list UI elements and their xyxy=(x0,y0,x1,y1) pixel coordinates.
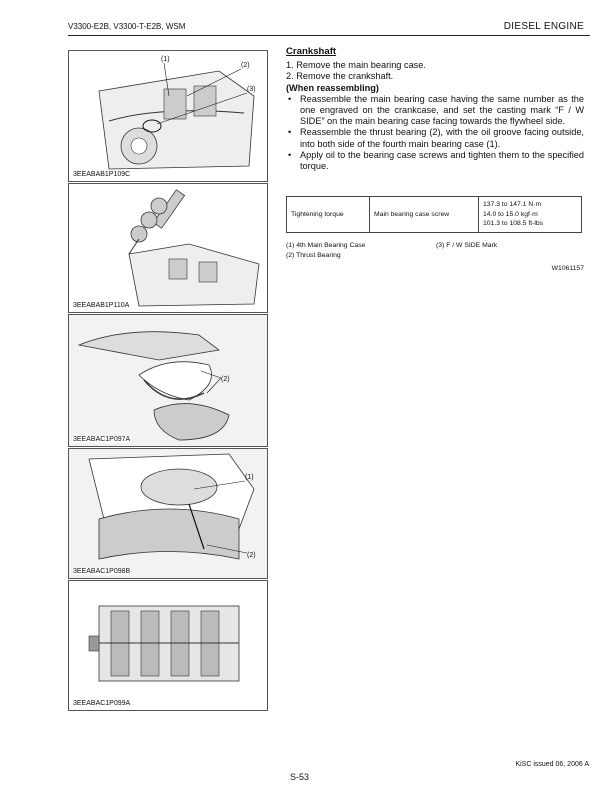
header-models: V3300-E2B, V3300-T-E2B, WSM xyxy=(68,22,186,31)
figure-4-illustration: (1) (2) xyxy=(69,449,267,578)
procedure-text: Crankshaft 1. Remove the main bearing ca… xyxy=(286,46,584,172)
bullet-text: Apply oil to the bearing case screws and… xyxy=(300,149,584,172)
figure-crankshaft-bearing-case: (1) (2) (3) 3EEABAB1P109C xyxy=(68,50,268,182)
header-section: DIESEL ENGINE xyxy=(503,21,584,32)
figure-code: 3EEABAC1P097A xyxy=(72,436,132,443)
figure-crankshaft-removal: 3EEABAB1P110A xyxy=(68,183,268,313)
bullet-icon: • xyxy=(288,93,292,104)
bullet-icon: • xyxy=(288,127,292,138)
legend-item-3: (3) F / W SIDE Mark xyxy=(436,242,498,249)
figure-code: 3EEABAB1P109C xyxy=(72,171,132,178)
bullet-item: • Reassemble the main bearing case having… xyxy=(286,94,584,128)
figure-2-illustration xyxy=(69,184,267,312)
figure-3-illustration: (2) xyxy=(69,315,267,446)
parts-legend: (1) 4th Main Bearing Case (2) Thrust Bea… xyxy=(286,241,582,261)
figure-crankcase-assembly: 3EEABAC1P099A xyxy=(68,580,268,711)
figure-main-bearing-case: (1) (2) 3EEABAC1P098B xyxy=(68,448,268,579)
callout-2: (2) xyxy=(241,62,250,69)
callout-1: (1) xyxy=(161,56,170,63)
procedure-title: Crankshaft xyxy=(286,46,337,57)
step-1: 1. Remove the main bearing case. xyxy=(286,60,426,71)
torque-values: 137.3 to 147.1 N·m 14.0 to 15.0 kgf·m 10… xyxy=(478,196,582,233)
reassembly-heading: (When reassembling) xyxy=(286,82,379,93)
torque-value-nm: 137.3 to 147.1 N·m xyxy=(483,201,542,208)
callout-1: (1) xyxy=(245,474,254,481)
bullet-text: Reassemble the thrust bearing (2), with … xyxy=(300,127,584,149)
legend-item-2: (2) Thrust Bearing xyxy=(286,252,341,259)
torque-table: Tightening torque Main bearing case scre… xyxy=(286,196,582,233)
figure-1-illustration: (1) (2) (3) xyxy=(69,51,267,181)
callout-2: (2) xyxy=(247,552,256,559)
bullet-item: • Apply oil to the bearing case screws an… xyxy=(286,150,584,172)
header-rule xyxy=(68,35,590,36)
table-row: Tightening torque Main bearing case scre… xyxy=(286,196,582,233)
callout-2: (2) xyxy=(221,376,230,383)
torque-value-ftlbs: 101.3 to 108.5 ft-lbs xyxy=(483,220,544,227)
bullet-icon: • xyxy=(288,149,292,160)
figure-thrust-bearing: (2) 3EEABAC1P097A xyxy=(68,314,268,447)
reference-code: W1061157 xyxy=(551,265,584,272)
bullet-item: • Reassemble the thrust bearing (2), with… xyxy=(286,127,584,149)
callout-3: (3) xyxy=(247,86,256,93)
torque-item: Main bearing case screw xyxy=(369,196,479,233)
step-2: 2. Remove the crankshaft. xyxy=(286,71,394,82)
figure-code: 3EEABAC1P099A xyxy=(72,700,132,707)
issue-note: KiSC issued 06, 2006 A xyxy=(515,761,589,768)
page-number: S-53 xyxy=(290,772,310,782)
torque-label: Tightening torque xyxy=(286,196,370,233)
figure-5-illustration xyxy=(69,581,267,710)
figure-code: 3EEABAC1P098B xyxy=(72,568,132,575)
legend-item-1: (1) 4th Main Bearing Case xyxy=(286,242,366,249)
bullet-text: Reassemble the main bearing case having … xyxy=(300,93,584,127)
torque-value-kgfm: 14.0 to 15.0 kgf·m xyxy=(483,210,538,218)
figure-code: 3EEABAB1P110A xyxy=(72,302,131,309)
